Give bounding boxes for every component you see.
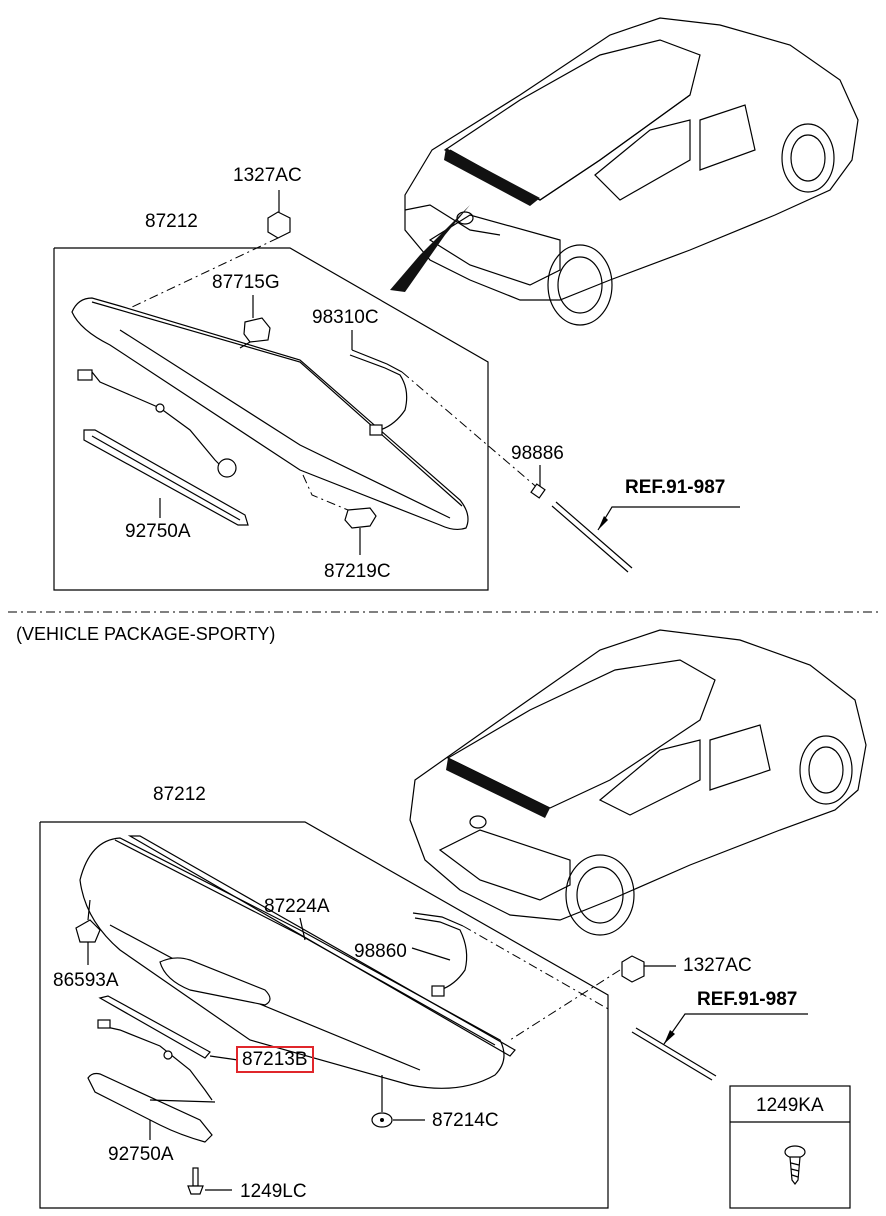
screw-1249lc bbox=[187, 1167, 232, 1195]
screw-box-1249ka bbox=[729, 1085, 851, 1209]
car-illustration-bottom bbox=[409, 629, 867, 936]
label-86593a: 86593A bbox=[53, 970, 119, 991]
label-98886: 98886 bbox=[511, 443, 564, 464]
label-1249lc: 1249LC bbox=[240, 1181, 307, 1202]
hose-98310c bbox=[349, 330, 541, 491]
label-98310c: 98310C bbox=[312, 307, 379, 328]
top-section-frame bbox=[53, 247, 489, 591]
ref-rod-bottom bbox=[631, 1013, 808, 1081]
label-92750a-top: 92750A bbox=[125, 521, 191, 542]
garnish-87224a bbox=[127, 835, 516, 1057]
lamp-92750a-top bbox=[77, 369, 249, 526]
label-87212-top: 87212 bbox=[145, 211, 198, 232]
label-ref-top[interactable]: REF.91-987 bbox=[625, 477, 726, 498]
pad-86593a bbox=[75, 899, 101, 965]
hose-98860 bbox=[411, 912, 621, 1041]
label-87224a: 87224A bbox=[264, 896, 330, 917]
label-1327ac-top: 1327AC bbox=[233, 165, 302, 186]
label-87219c: 87219C bbox=[324, 561, 391, 582]
label-92750a-bottom: 92750A bbox=[108, 1144, 174, 1165]
tape-87213b bbox=[97, 995, 239, 1101]
car-illustration-top bbox=[390, 17, 859, 326]
label-98860: 98860 bbox=[354, 941, 407, 962]
label-87213b-highlighted[interactable]: 87213B bbox=[236, 1046, 314, 1073]
clip-87715g bbox=[239, 295, 271, 349]
lamp-92750a-bottom bbox=[87, 1072, 216, 1143]
label-87212-bottom: 87212 bbox=[153, 784, 206, 805]
spoiler-87212-top bbox=[71, 297, 469, 531]
bottom-section-frame bbox=[39, 821, 609, 1209]
nut-1327ac-top bbox=[129, 190, 291, 309]
label-ref-bottom[interactable]: REF.91-987 bbox=[697, 989, 798, 1010]
washer-87214c bbox=[371, 1075, 425, 1128]
grommet-87219c bbox=[302, 474, 377, 555]
label-1249ka: 1249KA bbox=[756, 1095, 824, 1116]
label-87715g: 87715G bbox=[212, 272, 280, 293]
label-1327ac-bottom: 1327AC bbox=[683, 955, 752, 976]
vehicle-package-note: (VEHICLE PACKAGE-SPORTY) bbox=[16, 624, 276, 644]
label-87214c: 87214C bbox=[432, 1110, 499, 1131]
nozzle-98886 bbox=[530, 465, 740, 573]
nut-1327ac-bottom bbox=[621, 955, 676, 983]
